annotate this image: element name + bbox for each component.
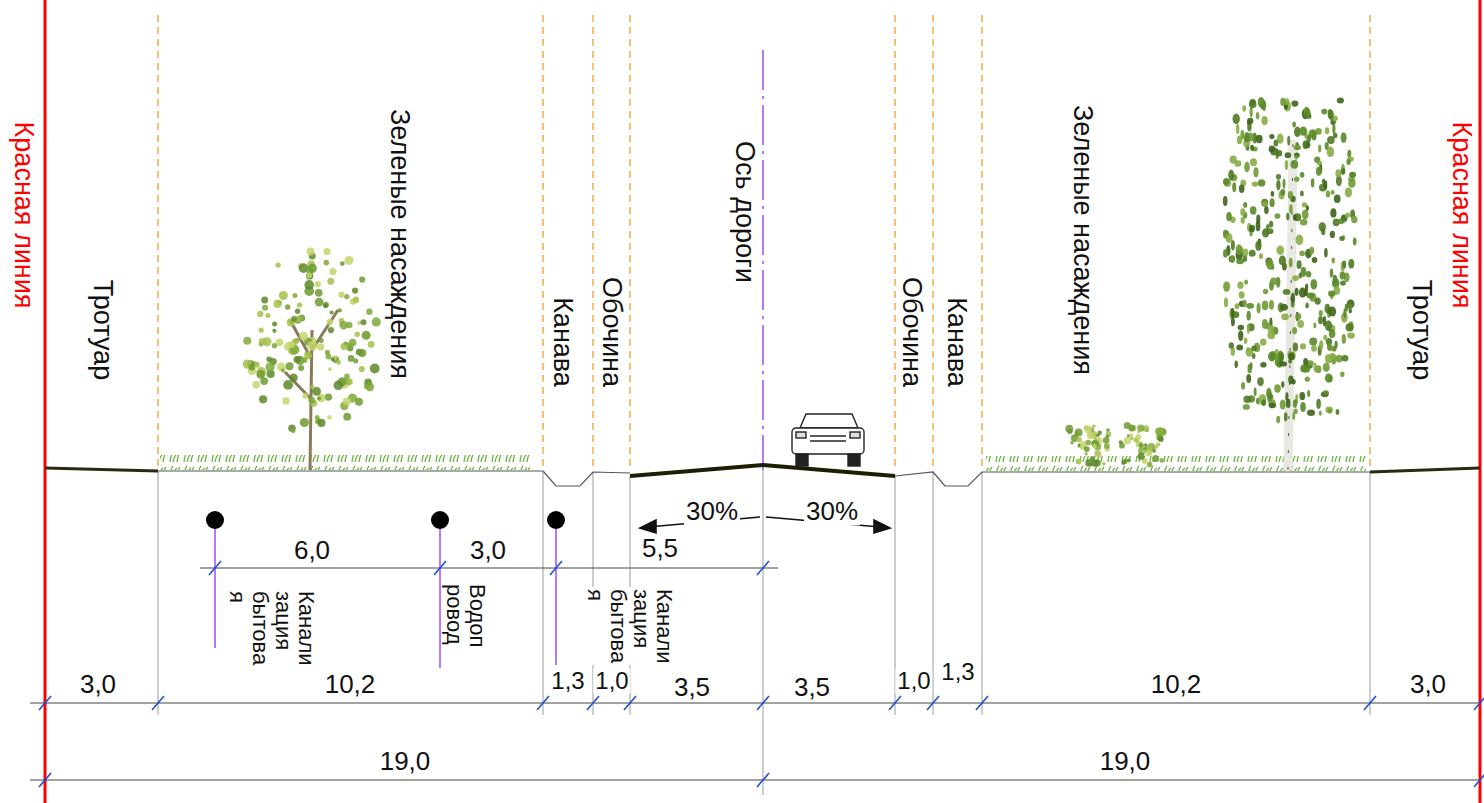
dimension-ticks bbox=[39, 561, 1484, 787]
red-line-label: Красная линия bbox=[10, 120, 38, 311]
dimension-label: 3,5 bbox=[792, 674, 832, 701]
dimension-label: 3,0 bbox=[468, 537, 508, 564]
ground-profile bbox=[45, 455, 1480, 486]
dimension-label: 1,0 bbox=[593, 668, 630, 693]
road-axis bbox=[762, 50, 764, 470]
zone-label: Тротуар bbox=[1408, 278, 1436, 382]
red-line-label: Красная линия bbox=[1448, 120, 1476, 311]
dimension-label: 3,0 bbox=[1408, 671, 1448, 698]
zone-label: Канава bbox=[943, 295, 971, 389]
dimension-label: 1,0 bbox=[895, 668, 932, 693]
dimension-label: 1,3 bbox=[549, 668, 586, 693]
dimension-label: 3,5 bbox=[672, 674, 712, 701]
dimension-label: 19,0 bbox=[378, 748, 433, 775]
red-line bbox=[1479, 0, 1482, 803]
zone-label: Зеленые насаждения bbox=[386, 107, 414, 381]
zone-boundaries bbox=[158, 15, 1370, 468]
zone-label: Обочина bbox=[598, 275, 626, 389]
dimension-label: 10,2 bbox=[323, 671, 378, 698]
utility-label: Канали зация бытова я bbox=[584, 587, 676, 665]
dimension-label: 1,3 bbox=[939, 659, 976, 684]
dimension-label: 3,0 bbox=[78, 671, 118, 698]
dimension-lines bbox=[30, 568, 1480, 780]
utility-pipes bbox=[206, 511, 565, 668]
utility-label: Водоп ровод bbox=[443, 582, 489, 654]
utility-label: Канали зация бытова я bbox=[226, 589, 318, 667]
dimension-label: 19,0 bbox=[1098, 748, 1153, 775]
red-line bbox=[44, 0, 47, 803]
car-icon bbox=[792, 414, 864, 466]
zone-label: Зеленые насаждения bbox=[1069, 103, 1097, 377]
dimension-label: 10,2 bbox=[1149, 671, 1204, 698]
trees bbox=[243, 97, 1358, 470]
axis-label: Ось дороги bbox=[731, 139, 759, 285]
zone-label: Тротуар bbox=[89, 278, 117, 382]
zone-label: Обочина bbox=[898, 275, 926, 389]
slope-label: 30% bbox=[804, 498, 860, 525]
zone-label: Канава bbox=[549, 295, 577, 389]
slope-label: 30% bbox=[684, 498, 740, 525]
extension-lines bbox=[158, 470, 1370, 795]
dimension-label: 6,0 bbox=[292, 537, 332, 564]
dimension-label: 5,5 bbox=[640, 535, 680, 562]
